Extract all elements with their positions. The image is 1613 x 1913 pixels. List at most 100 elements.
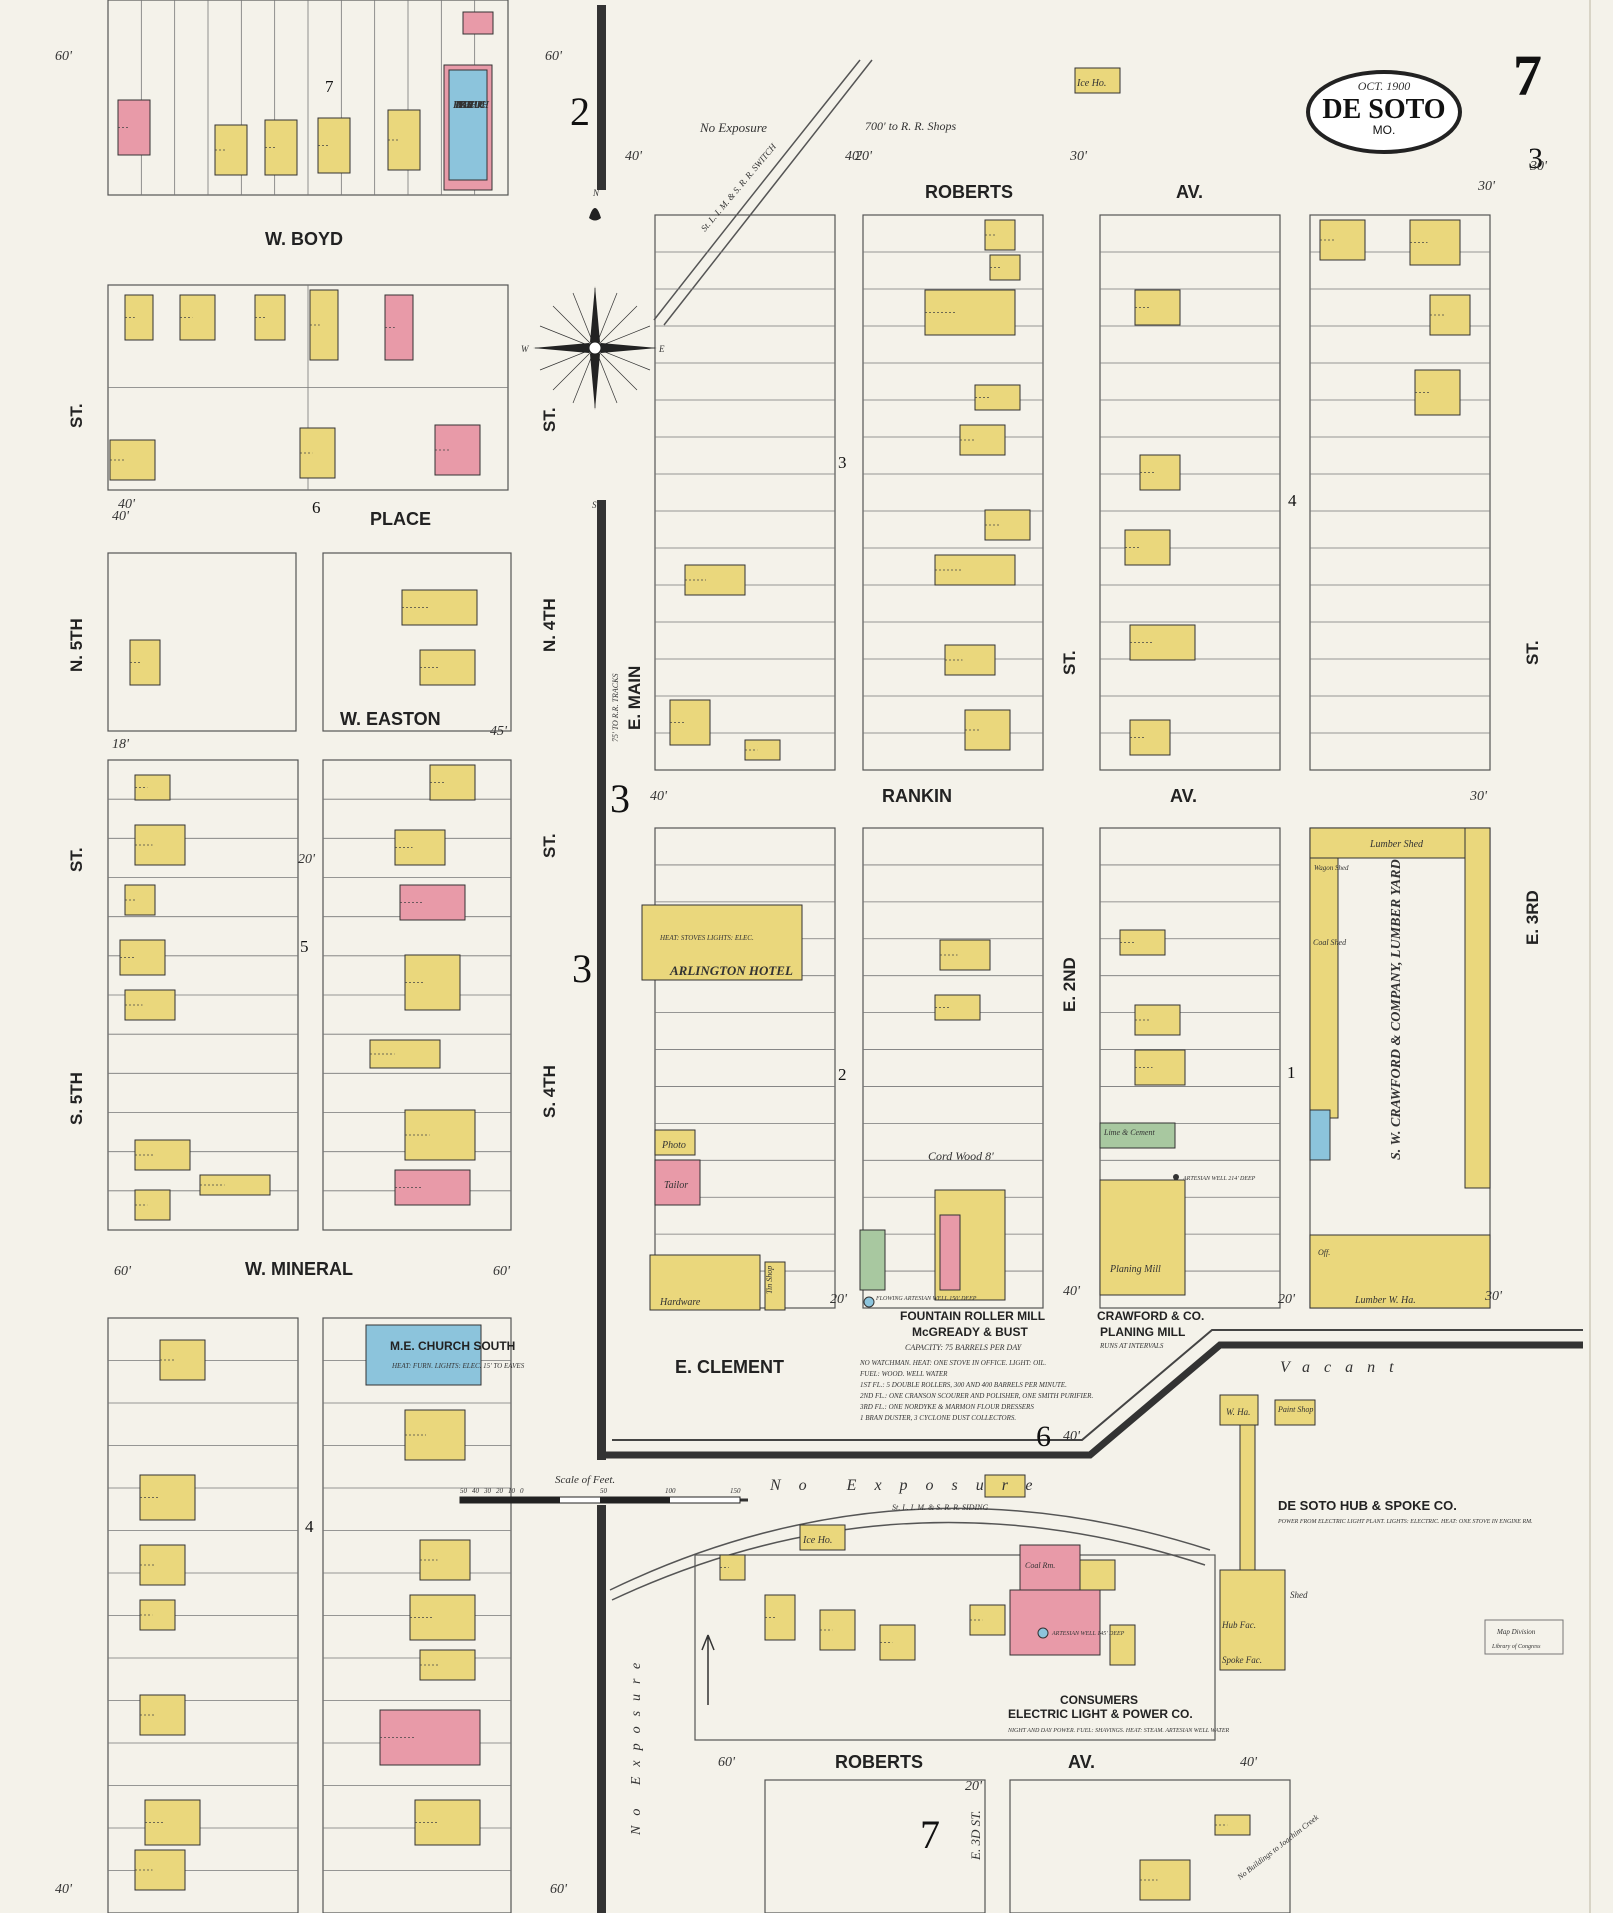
hub-factory-building bbox=[1219, 1569, 1286, 1671]
dimension-label-22: 60' bbox=[718, 1755, 736, 1770]
label-hardware: Hardware bbox=[659, 1297, 701, 1308]
label-consumers: CONSUMERS bbox=[1060, 1693, 1138, 1707]
dwelling-22 bbox=[134, 1189, 171, 1221]
scale-tick-8: 150 bbox=[730, 1487, 741, 1495]
street-st-4b: ST. bbox=[540, 833, 559, 858]
label-no-exposure-left: No Exposure bbox=[629, 1653, 644, 1836]
dwelling-49 bbox=[924, 289, 1016, 336]
street-av-bottom: AV. bbox=[1068, 1752, 1095, 1772]
title-state: MO. bbox=[1373, 123, 1396, 137]
scale-tick-5: 0 bbox=[520, 1487, 524, 1495]
street-av-rankin: AV. bbox=[1170, 786, 1197, 806]
label-lime-cement: Lime & Cement bbox=[1103, 1128, 1155, 1137]
street-n5th: N. 5TH bbox=[67, 618, 86, 672]
dwelling-36 bbox=[419, 1539, 471, 1581]
compass-w-label: W bbox=[521, 344, 530, 354]
dwelling-67 bbox=[1119, 929, 1166, 956]
label-no-exposure-top: No Exposure bbox=[699, 120, 767, 135]
street-s5th: S. 5TH bbox=[67, 1072, 86, 1125]
horizontal-street-labels: ROBERTS AV. W. BOYD PLACE W. EASTON W. M… bbox=[245, 182, 1203, 1772]
dimension-label-1: 60' bbox=[545, 49, 563, 64]
label-mill-note-0: NO WATCHMAN. HEAT: ONE STOVE IN OFFICE. … bbox=[859, 1359, 1046, 1367]
street-rankin: RANKIN bbox=[882, 786, 952, 806]
compass-rose: N E W S bbox=[521, 188, 665, 510]
dwelling-61 bbox=[1319, 219, 1366, 261]
artesian-well-145-marker bbox=[1037, 1627, 1049, 1639]
dwelling-55 bbox=[964, 709, 1011, 751]
photo-building bbox=[654, 1129, 696, 1156]
label-tinshop: Tin Shop bbox=[765, 1266, 774, 1294]
title-date: OCT. 1900 bbox=[1358, 79, 1410, 93]
compass-s-label: S bbox=[592, 500, 597, 510]
dwelling-60 bbox=[1129, 719, 1171, 756]
compass-e-label: E bbox=[658, 344, 665, 354]
block-number-big7: 7 bbox=[920, 1812, 940, 1857]
dwelling-62 bbox=[1409, 219, 1461, 266]
dwelling-65 bbox=[939, 939, 991, 971]
iron-shed bbox=[859, 1229, 886, 1291]
label-me-church: M.E. CHURCH SOUTH bbox=[390, 1339, 515, 1353]
dimension-label-4: 20' bbox=[855, 149, 873, 164]
street-s4th: S. 4TH bbox=[540, 1065, 559, 1118]
label-wagon-shed: Wagon Shed bbox=[1314, 864, 1349, 872]
title-cartouche: OCT. 1900 DE SOTO MO. bbox=[1306, 70, 1462, 154]
flowing-well-marker bbox=[863, 1296, 875, 1308]
tinshop-building bbox=[764, 1261, 786, 1311]
fountain-mill-brick bbox=[939, 1214, 961, 1291]
hub-wha bbox=[1219, 1394, 1259, 1426]
street-n4th: N. 4TH bbox=[540, 598, 559, 652]
dimension-label-21: 60' bbox=[550, 1882, 568, 1897]
dwelling-58 bbox=[1124, 529, 1171, 566]
scale-tick-2: 30 bbox=[483, 1487, 492, 1495]
block-number-e1: 1 bbox=[1287, 1063, 1296, 1082]
dimension-label-20: 40' bbox=[55, 1882, 73, 1897]
label-artesian-well: ARTESIAN WELL 214' DEEP bbox=[1182, 1175, 1256, 1182]
label-scale: Scale of Feet. bbox=[555, 1474, 615, 1486]
label-cord-wood: Cord Wood 8' bbox=[928, 1149, 994, 1163]
block-number-big3a: 3 bbox=[610, 776, 630, 821]
street-roberts-top: ROBERTS bbox=[925, 182, 1013, 202]
label-consumers-note: NIGHT AND DAY POWER. FUEL: SHAVINGS. HEA… bbox=[1007, 1728, 1230, 1734]
dwelling-76 bbox=[719, 1554, 746, 1581]
dimension-label-8: 45' bbox=[490, 724, 508, 739]
scale-bar bbox=[459, 1496, 741, 1504]
label-me-note: HEAT: FURN. LIGHTS: ELEC. 15' TO EAVES bbox=[391, 1362, 525, 1370]
label-first-baptist: FIRST BAPTIST CHURCH bbox=[452, 100, 490, 111]
dimension-label-18: 30' bbox=[1469, 789, 1488, 804]
label-lumber-shed: Lumber Shed bbox=[1369, 839, 1424, 850]
title-town: DE SOTO bbox=[1322, 94, 1445, 125]
tool-house bbox=[1109, 1624, 1136, 1666]
block-number-w7: 7 bbox=[325, 77, 334, 96]
dimension-label-2: 40' bbox=[625, 149, 643, 164]
dwelling-25 bbox=[394, 829, 446, 866]
dwelling-buildings bbox=[109, 99, 1471, 1901]
street-st-5a: ST. bbox=[67, 403, 86, 428]
lumber-shed-right bbox=[1464, 827, 1491, 1189]
street-e-clement: E. CLEMENT bbox=[675, 1357, 784, 1377]
label-no-exposure-mid: No Exposure bbox=[769, 1477, 1051, 1494]
label-mill-note-5: 1 BRAN DUSTER, 3 CYCLONE DUST COLLECTORS… bbox=[860, 1414, 1016, 1422]
artesian-well-214-marker bbox=[1173, 1174, 1179, 1180]
arlington-hotel-building bbox=[641, 904, 803, 981]
label-fountain-mill: FOUNTAIN ROLLER MILL bbox=[900, 1309, 1045, 1323]
lime-cement-building bbox=[1099, 1122, 1176, 1149]
dwelling-70 bbox=[1139, 1859, 1191, 1901]
scale-tick-0: 50 bbox=[460, 1487, 468, 1495]
label-mill-note-4: 3RD FL.: ONE NORDYKE & MARMON FLOUR DRES… bbox=[859, 1403, 1034, 1411]
dwelling-59 bbox=[1129, 624, 1196, 661]
dimension-label-12: 60' bbox=[114, 1264, 132, 1279]
dwelling-45 bbox=[669, 699, 711, 746]
label-mill-note-2: 1ST FL.: 5 DOUBLE ROLLERS, 300 AND 400 B… bbox=[860, 1381, 1067, 1389]
label-tailor: Tailor bbox=[664, 1180, 688, 1191]
label-crawford-note: RUNS AT INTERVALS bbox=[1099, 1342, 1164, 1350]
dwelling-10 bbox=[109, 439, 156, 481]
dwelling-43 bbox=[134, 1849, 186, 1891]
dimension-label-5: 30' bbox=[1069, 149, 1088, 164]
street-st-4a: ST. bbox=[540, 407, 559, 432]
label-mill-note-3: 2ND FL.: ONE CRANSON SCOURER AND POLISHE… bbox=[860, 1392, 1093, 1400]
block-number-big2: 2 bbox=[570, 89, 590, 134]
label-shed: Shed bbox=[1290, 1590, 1308, 1600]
label-photo: Photo bbox=[661, 1140, 686, 1151]
dwelling-34 bbox=[139, 1544, 186, 1586]
